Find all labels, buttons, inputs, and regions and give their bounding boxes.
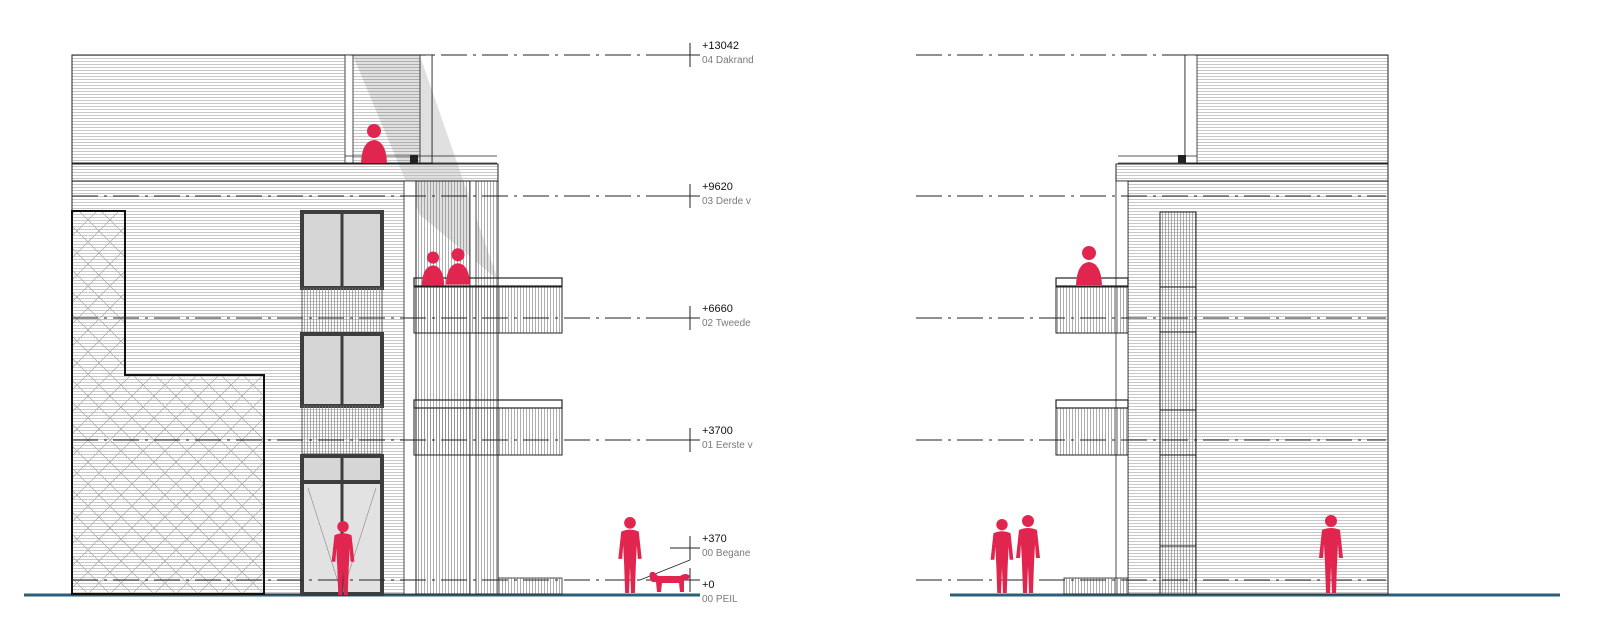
level-value: +0 xyxy=(702,579,715,591)
level-value: +9620 xyxy=(702,181,733,193)
level-name: 00 Begane xyxy=(702,548,751,559)
level-value: +370 xyxy=(702,533,727,545)
level-marker-icon xyxy=(670,428,700,452)
begane-leader xyxy=(639,559,691,581)
level-name: 04 Dakrand xyxy=(702,55,754,66)
level-value: +3700 xyxy=(702,425,733,437)
balcony-wall xyxy=(415,180,499,595)
balcony-right-upper xyxy=(1055,277,1129,334)
level-marker-icon xyxy=(670,306,700,330)
level-marker-icon xyxy=(670,184,700,208)
level-name: 00 PEIL xyxy=(702,594,738,605)
entrance-step-right xyxy=(1063,577,1129,595)
level-name: 02 Tweede xyxy=(702,318,751,329)
roof-slab xyxy=(71,163,499,182)
balcony-lower xyxy=(413,399,563,456)
window-column xyxy=(300,210,384,596)
balcony-right-lower xyxy=(1055,399,1129,456)
level-value: +6660 xyxy=(702,303,733,315)
roof-slab-right xyxy=(1115,163,1389,182)
elevation-right xyxy=(1055,54,1389,595)
entrance-step xyxy=(497,577,563,595)
couple-person-1-icon xyxy=(990,518,1014,594)
couple-person-2-icon xyxy=(1016,515,1040,593)
person-balcony-right-icon xyxy=(1076,246,1102,285)
vertical-panel-strip xyxy=(1159,211,1197,595)
dog-icon xyxy=(649,571,690,592)
balcony-upper xyxy=(413,277,563,334)
elevation-left xyxy=(71,54,563,596)
penthouse-volume-right xyxy=(1184,54,1389,164)
level-marker-icon xyxy=(670,536,700,560)
level-value: +13042 xyxy=(702,40,739,52)
level-marker-icon xyxy=(670,43,700,67)
level-lines: +13042 04 Dakrand +9620 03 Derde v +6660 02 T… xyxy=(72,40,1386,605)
neighbour-building-hatch xyxy=(71,210,265,595)
person-walking-dog-icon xyxy=(618,516,642,594)
stair-strip xyxy=(403,180,417,595)
level-name: 01 Eerste v xyxy=(702,440,753,451)
level-name: 03 Derde v xyxy=(702,196,751,207)
